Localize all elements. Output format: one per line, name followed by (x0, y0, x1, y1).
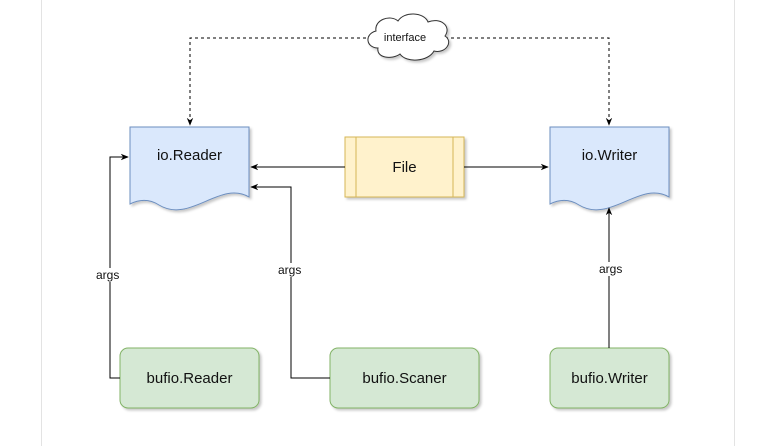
reader-args-label: args (95, 268, 121, 282)
io-reader-shape (129, 126, 250, 211)
io-reader-label: io.Reader (156, 146, 223, 164)
interface-to-reader-edge (186, 37, 366, 126)
io-writer-label: io.Writer (581, 146, 638, 164)
bufio-writer-label: bufio.Writer (571, 369, 648, 387)
bufio-scaner-to-io-reader-edge (250, 183, 330, 379)
writer-args-label: args (598, 262, 624, 276)
scaner-args-label: args (277, 263, 303, 277)
bufio-scaner-label: bufio.Scaner (362, 369, 447, 387)
interface-label: interface (383, 32, 427, 44)
bufio-reader-label: bufio.Reader (146, 369, 233, 387)
interface-cloud-shape (367, 13, 450, 61)
interface-to-writer-edge (445, 37, 613, 126)
canvas-frame (41, 0, 735, 446)
bufio-reader-to-io-reader-edge (109, 153, 129, 379)
file-label: File (392, 158, 417, 176)
io-writer-shape (549, 126, 670, 211)
